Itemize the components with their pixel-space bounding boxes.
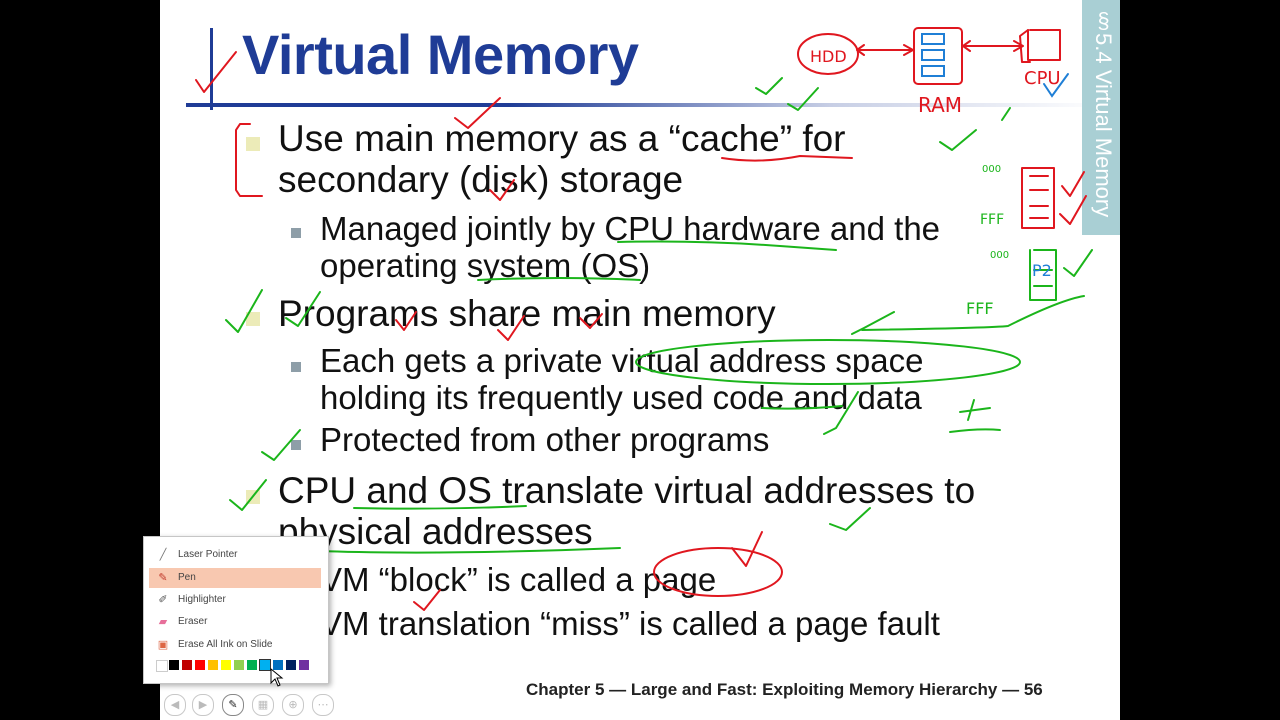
cpu-drawing	[1027, 29, 1061, 61]
ram-drawing	[913, 27, 963, 85]
ink-color-swatch[interactable]	[286, 660, 296, 670]
red-bracket	[235, 123, 263, 197]
bullet-marker	[246, 137, 260, 151]
zeros-label: 000	[990, 250, 1009, 261]
ink-color-swatch[interactable]	[169, 660, 179, 670]
pen-icon: ✎	[158, 572, 168, 584]
bullet-1-line2: secondary (disk) storage	[278, 159, 684, 200]
green-ink	[225, 77, 1093, 554]
menu-item-laser-pointer[interactable]: ╱ Laser Pointer	[149, 545, 321, 565]
red-circle-page	[653, 547, 783, 597]
slides-button[interactable]: ▦	[252, 694, 274, 716]
next-slide-button[interactable]: ▶	[192, 694, 214, 716]
ink-color-swatch[interactable]	[156, 660, 168, 672]
sub-bullet-marker	[291, 228, 301, 238]
blue-ink	[921, 33, 1069, 98]
sub-bullet-4: VM “block” is called a page	[320, 561, 717, 598]
sub-bullet-5: VM translation “miss” is called a page f…	[320, 605, 940, 642]
menu-item-label: Pen	[178, 572, 196, 583]
slide-footer: Chapter 5 — Large and Fast: Exploiting M…	[526, 680, 1043, 699]
menu-item-label: Laser Pointer	[178, 549, 238, 560]
ink-color-swatch[interactable]	[273, 660, 283, 670]
bullet-marker	[246, 312, 260, 326]
red-ink	[195, 27, 1087, 611]
ink-color-swatch[interactable]	[182, 660, 192, 670]
fff-label: FFF	[966, 299, 994, 318]
zeros-label: 000	[982, 164, 1001, 175]
menu-item-label: Eraser	[178, 616, 208, 627]
menu-item-label: Highlighter	[178, 594, 226, 605]
process-box-drawing	[1021, 167, 1055, 229]
sub-bullet-2-line1: Each gets a private virtual address spac…	[320, 342, 924, 379]
ink-color-swatch[interactable]	[234, 660, 244, 670]
bullet-2: Programs share main memory	[278, 293, 776, 334]
menu-item-erase-all[interactable]: ▣ Erase All Ink on Slide	[149, 635, 321, 655]
red-check-mark	[454, 97, 501, 129]
more-options-button[interactable]: ⋯	[312, 694, 334, 716]
ink-color-swatch[interactable]	[247, 660, 257, 670]
title-underline	[186, 103, 1106, 107]
menu-item-highlighter[interactable]: ✐ Highlighter	[149, 590, 321, 610]
green-underline	[617, 240, 837, 251]
sub-bullet-2-line2: holding its frequently used code and dat…	[320, 379, 922, 416]
ink-color-swatch[interactable]	[195, 660, 205, 670]
slide-title: Virtual Memory	[242, 23, 639, 86]
bullet-1-line1: Use main memory as a “cache” for	[278, 118, 846, 159]
pen-options-menu: ╱ Laser Pointer ✎ Pen ✐ Highlighter ▰ Er…	[143, 536, 329, 684]
mouse-cursor-icon	[270, 668, 284, 687]
cpu-label: CPU	[1024, 68, 1061, 89]
ink-color-swatch[interactable]	[221, 660, 231, 670]
menu-item-pen[interactable]: ✎ Pen	[149, 568, 321, 588]
zoom-button[interactable]: ⊕	[282, 694, 304, 716]
menu-item-eraser[interactable]: ▰ Eraser	[149, 612, 321, 632]
section-tab: §5.4 Virtual Memory	[1082, 0, 1120, 235]
erase-all-icon: ▣	[157, 639, 169, 651]
hdd-label: HDD	[810, 47, 847, 66]
previous-slide-button[interactable]: ◀	[164, 694, 186, 716]
ink-labels: HDD RAM CPU P2 FFF FFF 000 000	[810, 47, 1061, 318]
red-check-mark	[489, 179, 515, 201]
sub-bullet-marker	[291, 440, 301, 450]
bullet-3-line2: physical addresses	[278, 511, 593, 552]
eraser-icon: ▰	[158, 616, 168, 628]
p2-label: P2	[1032, 261, 1052, 280]
hdd-drawing	[797, 33, 859, 75]
green-circle-address-space	[635, 339, 1021, 385]
fff-label: FFF	[980, 212, 1004, 228]
ink-color-swatch[interactable]	[259, 659, 271, 671]
pen-tool-button[interactable]: ✎	[222, 694, 244, 716]
ink-color-swatch[interactable]	[208, 660, 218, 670]
ink-color-swatch[interactable]	[299, 660, 309, 670]
slideshow-toolbar: ◀ ▶ ✎ ▦ ⊕ ⋯	[164, 692, 340, 718]
sub-bullet-marker	[291, 362, 301, 372]
red-underline	[721, 155, 853, 162]
ram-label: RAM	[918, 93, 962, 117]
highlighter-icon: ✐	[158, 594, 168, 606]
laser-pointer-icon: ╱	[159, 549, 167, 561]
sub-bullet-3: Protected from other programs	[320, 421, 770, 458]
red-check-mark	[195, 51, 237, 93]
menu-item-label: Erase All Ink on Slide	[178, 639, 273, 650]
title-vertical-rule	[210, 28, 213, 110]
section-tab-label: §5.4 Virtual Memory	[1091, 8, 1116, 218]
bullet-3-line1: CPU and OS translate virtual addresses t…	[278, 470, 976, 511]
